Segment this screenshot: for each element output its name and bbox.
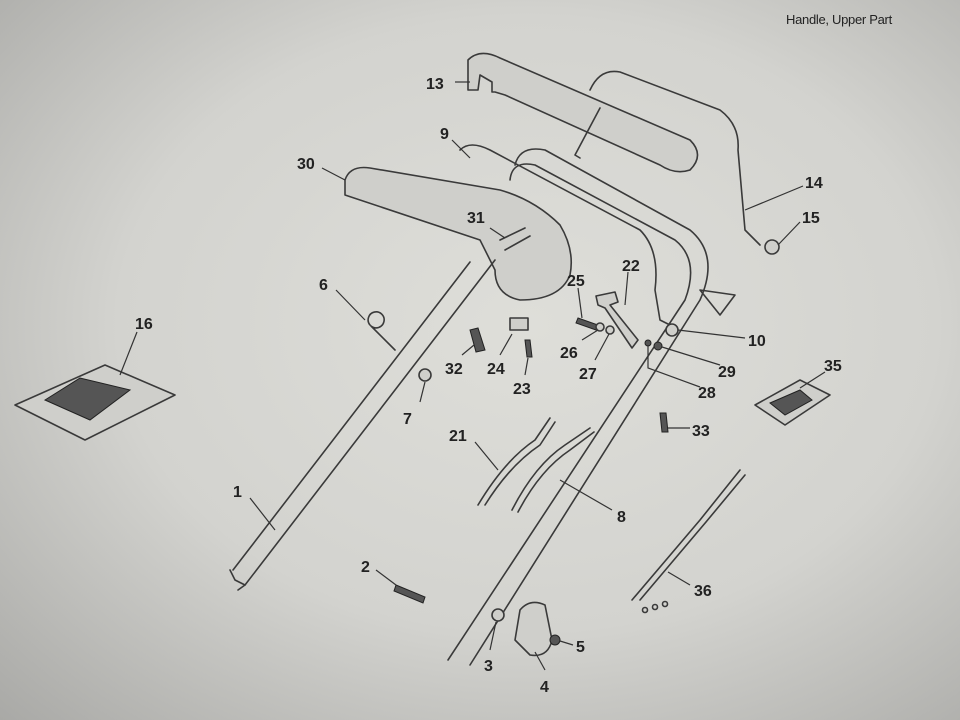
callout-28: 28 <box>698 385 716 402</box>
callout-4: 4 <box>540 679 549 696</box>
callout-26: 26 <box>560 345 578 362</box>
callout-10: 10 <box>748 333 766 350</box>
callout-14: 14 <box>805 175 823 192</box>
part-24-clip <box>509 317 529 331</box>
part-8-cable <box>511 427 595 513</box>
part-10-bushing <box>665 323 679 337</box>
callout-36: 36 <box>694 583 712 600</box>
part-3-nut <box>491 608 505 622</box>
callout-6: 6 <box>319 277 328 294</box>
callout-21: 21 <box>449 428 467 445</box>
callout-16: 16 <box>135 316 153 333</box>
diagram-title: Handle, Upper Part <box>786 12 892 27</box>
part-1-lower-tube <box>229 259 496 591</box>
part-13-handle-bar <box>467 52 699 173</box>
callout-32: 32 <box>445 361 463 378</box>
part-36-rings <box>641 600 669 614</box>
part-5-nut <box>549 634 561 646</box>
callout-8: 8 <box>617 509 626 526</box>
callout-15: 15 <box>802 210 820 227</box>
part-36-cable <box>631 469 746 601</box>
callout-7: 7 <box>403 411 412 428</box>
callout-22: 22 <box>622 258 640 275</box>
part-16-contents <box>43 377 132 421</box>
callout-35: 35 <box>824 358 842 375</box>
part-14-bail <box>589 70 761 246</box>
callout-1: 1 <box>233 484 242 501</box>
part-7-nut <box>418 368 432 382</box>
part-32-screw <box>469 327 486 353</box>
part-21-cable <box>477 417 556 506</box>
part-23-screw <box>524 339 533 358</box>
part-27-washer <box>605 325 615 335</box>
callout-27: 27 <box>579 366 597 383</box>
part-30-handle-cover <box>344 166 573 301</box>
callout-5: 5 <box>576 639 585 656</box>
callout-30: 30 <box>297 156 315 173</box>
callout-2: 2 <box>361 559 370 576</box>
part-26-washer <box>595 322 605 332</box>
part-6-eyebolt <box>367 311 396 351</box>
part-22-lever <box>595 291 639 349</box>
callout-29: 29 <box>718 364 736 381</box>
part-9-upper-frame <box>447 144 736 666</box>
part-4-bracket <box>514 601 553 657</box>
callout-23: 23 <box>513 381 531 398</box>
callout-24: 24 <box>487 361 505 378</box>
part-33-screw <box>659 412 669 433</box>
part-25-bolt <box>575 317 599 331</box>
callout-33: 33 <box>692 423 710 440</box>
callout-25: 25 <box>567 273 585 290</box>
part-29-nut <box>653 341 663 351</box>
callout-13: 13 <box>426 76 444 93</box>
part-35-contents <box>769 389 813 416</box>
leader-lines <box>119 81 826 671</box>
callout-31: 31 <box>467 210 485 227</box>
part-2-bolt <box>393 584 426 604</box>
part-15-cap <box>764 239 780 255</box>
callout-9: 9 <box>440 126 449 143</box>
callout-3: 3 <box>484 658 493 675</box>
